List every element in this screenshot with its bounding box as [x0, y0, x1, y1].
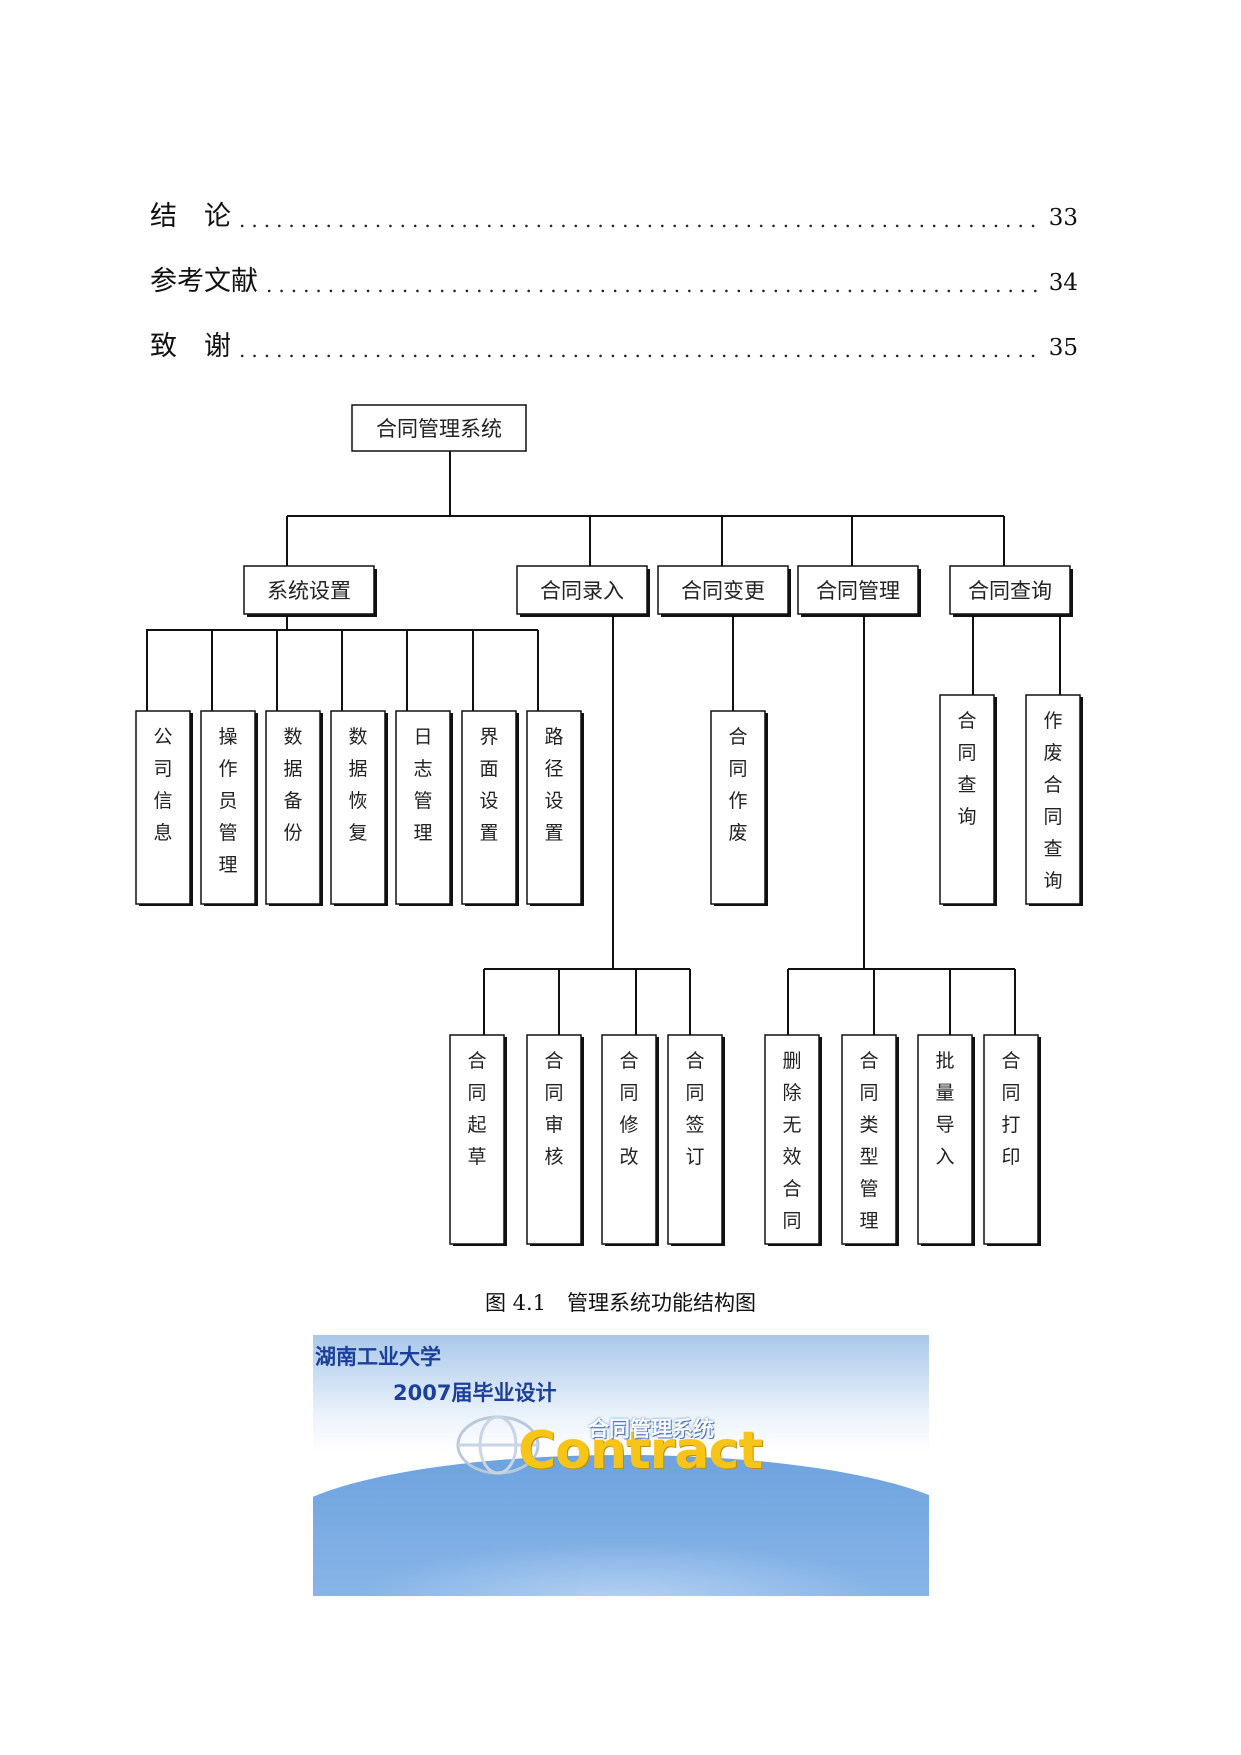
- system-settings-item: 数据恢复: [330, 710, 388, 906]
- box-border: [265, 710, 321, 905]
- box-border: [841, 1034, 897, 1245]
- contract-manage-item: 合同类型管理: [841, 1034, 899, 1246]
- box-label: 合同作废: [728, 726, 747, 844]
- toc-entry-conclusion: 结 论 ....................................…: [150, 190, 1078, 230]
- box-label: 合同起草: [467, 1050, 486, 1168]
- system-settings-item: 操作员管理: [200, 710, 258, 906]
- toc-label: 参考文献: [150, 266, 258, 297]
- level1-node-system-settings: 系统设置: [243, 565, 377, 617]
- contract-entry-item: 合同起草: [449, 1034, 507, 1246]
- banner-system-name: 合同管理系统: [588, 1417, 714, 1441]
- box-label: 公司信息: [153, 726, 172, 844]
- box-border: [200, 710, 256, 905]
- box-label: 合同类型管理: [859, 1050, 878, 1232]
- level1-node-contract-query: 合同查询: [949, 565, 1073, 617]
- box-border: [1025, 694, 1081, 905]
- contract-entry-item: 合同修改: [601, 1034, 659, 1246]
- box-border: [764, 1034, 820, 1245]
- box-label: 删除无效合同: [782, 1050, 801, 1232]
- function-structure-diagram: 合同管理系统系统设置合同录入合同变更合同管理合同查询公司信息操作员管理数据备份数…: [135, 404, 1083, 1246]
- banner-logo-word: Contract: [518, 1421, 763, 1481]
- box-label: 界面设置: [479, 726, 498, 844]
- box-label: 合同录入: [540, 579, 624, 603]
- box-border: [243, 565, 375, 615]
- box-border: [949, 565, 1071, 615]
- toc-leader-dots: ........................................…: [239, 340, 1041, 360]
- box-label: 合同修改: [619, 1050, 638, 1168]
- box-label: 合同打印: [1001, 1050, 1020, 1168]
- system-settings-item: 公司信息: [135, 710, 193, 906]
- contract-manage-item: 合同打印: [983, 1034, 1041, 1246]
- box-label: 合同签订: [685, 1050, 704, 1168]
- toc-leader-dots: ........................................…: [266, 275, 1041, 295]
- banner-university-name: 湖南工业大学: [315, 1345, 441, 1369]
- toc-label: 结 论: [150, 201, 231, 232]
- toc-label: 致 谢: [150, 331, 231, 362]
- level1-node-contract-entry: 合同录入: [516, 565, 650, 617]
- box-border: [657, 565, 789, 615]
- toc-entry-references: 参考文献 ...................................…: [150, 255, 1078, 295]
- box-border: [526, 1034, 582, 1245]
- root-node: 合同管理系统: [351, 404, 527, 452]
- box-label: 操作员管理: [218, 726, 237, 876]
- box-label: 合同管理: [816, 579, 900, 603]
- box-border: [939, 694, 995, 905]
- contract-entry-item: 合同签订: [667, 1034, 725, 1246]
- level1-node-contract-manage: 合同管理: [797, 565, 921, 617]
- graduation-banner-image: 湖南工业大学 2007届毕业设计 Contract 合同管理系统: [313, 1335, 929, 1596]
- box-label: 数据备份: [283, 726, 302, 844]
- box-label: 日志管理: [413, 726, 432, 844]
- toc-page-number: 33: [1048, 205, 1078, 231]
- box-label: 合同管理系统: [376, 417, 502, 441]
- system-settings-item: 数据备份: [265, 710, 323, 906]
- globe-icon: [456, 1415, 540, 1475]
- box-border: [917, 1034, 973, 1245]
- box-label: 合同查询: [957, 710, 976, 828]
- box-border: [667, 1034, 723, 1245]
- box-border: [526, 710, 582, 905]
- box-border: [516, 565, 648, 615]
- figure-caption: 图 4.1 管理系统功能结构图: [484, 1291, 757, 1315]
- box-label: 批量导入: [935, 1050, 954, 1168]
- contract-change-item: 合同作废: [710, 710, 768, 906]
- toc-leader-dots: ........................................…: [239, 210, 1041, 230]
- box-border: [135, 710, 191, 905]
- banner-highlight-shape: [353, 1540, 893, 1596]
- box-label: 路径设置: [544, 726, 563, 844]
- system-settings-item: 日志管理: [395, 710, 453, 906]
- toc-page-number: 34: [1048, 270, 1078, 296]
- box-label: 合同查询: [968, 579, 1052, 603]
- system-settings-item: 界面设置: [461, 710, 519, 906]
- box-border: [797, 565, 919, 615]
- level1-node-contract-change: 合同变更: [657, 565, 791, 617]
- box-label: 合同审核: [544, 1050, 563, 1168]
- toc-entry-acknowledgements: 致 谢 ....................................…: [150, 320, 1078, 360]
- box-border: [449, 1034, 505, 1245]
- box-border: [710, 710, 766, 905]
- box-border: [330, 710, 386, 905]
- system-settings-item: 路径设置: [526, 710, 584, 906]
- box-label: 数据恢复: [348, 726, 367, 844]
- banner-year-title: 2007届毕业设计: [393, 1381, 557, 1405]
- box-border: [461, 710, 517, 905]
- box-border: [351, 404, 527, 452]
- contract-manage-item: 批量导入: [917, 1034, 975, 1246]
- box-border: [601, 1034, 657, 1245]
- contract-query-item: 合同查询: [939, 694, 997, 906]
- box-border: [983, 1034, 1039, 1245]
- contract-manage-item: 删除无效合同: [764, 1034, 822, 1246]
- contract-query-item: 作废合同查询: [1025, 694, 1083, 906]
- box-label: 系统设置: [267, 579, 351, 603]
- box-label: 作废合同查询: [1043, 710, 1062, 892]
- contract-entry-item: 合同审核: [526, 1034, 584, 1246]
- box-label: 合同变更: [681, 579, 765, 603]
- box-border: [395, 710, 451, 905]
- toc-page-number: 35: [1048, 335, 1078, 361]
